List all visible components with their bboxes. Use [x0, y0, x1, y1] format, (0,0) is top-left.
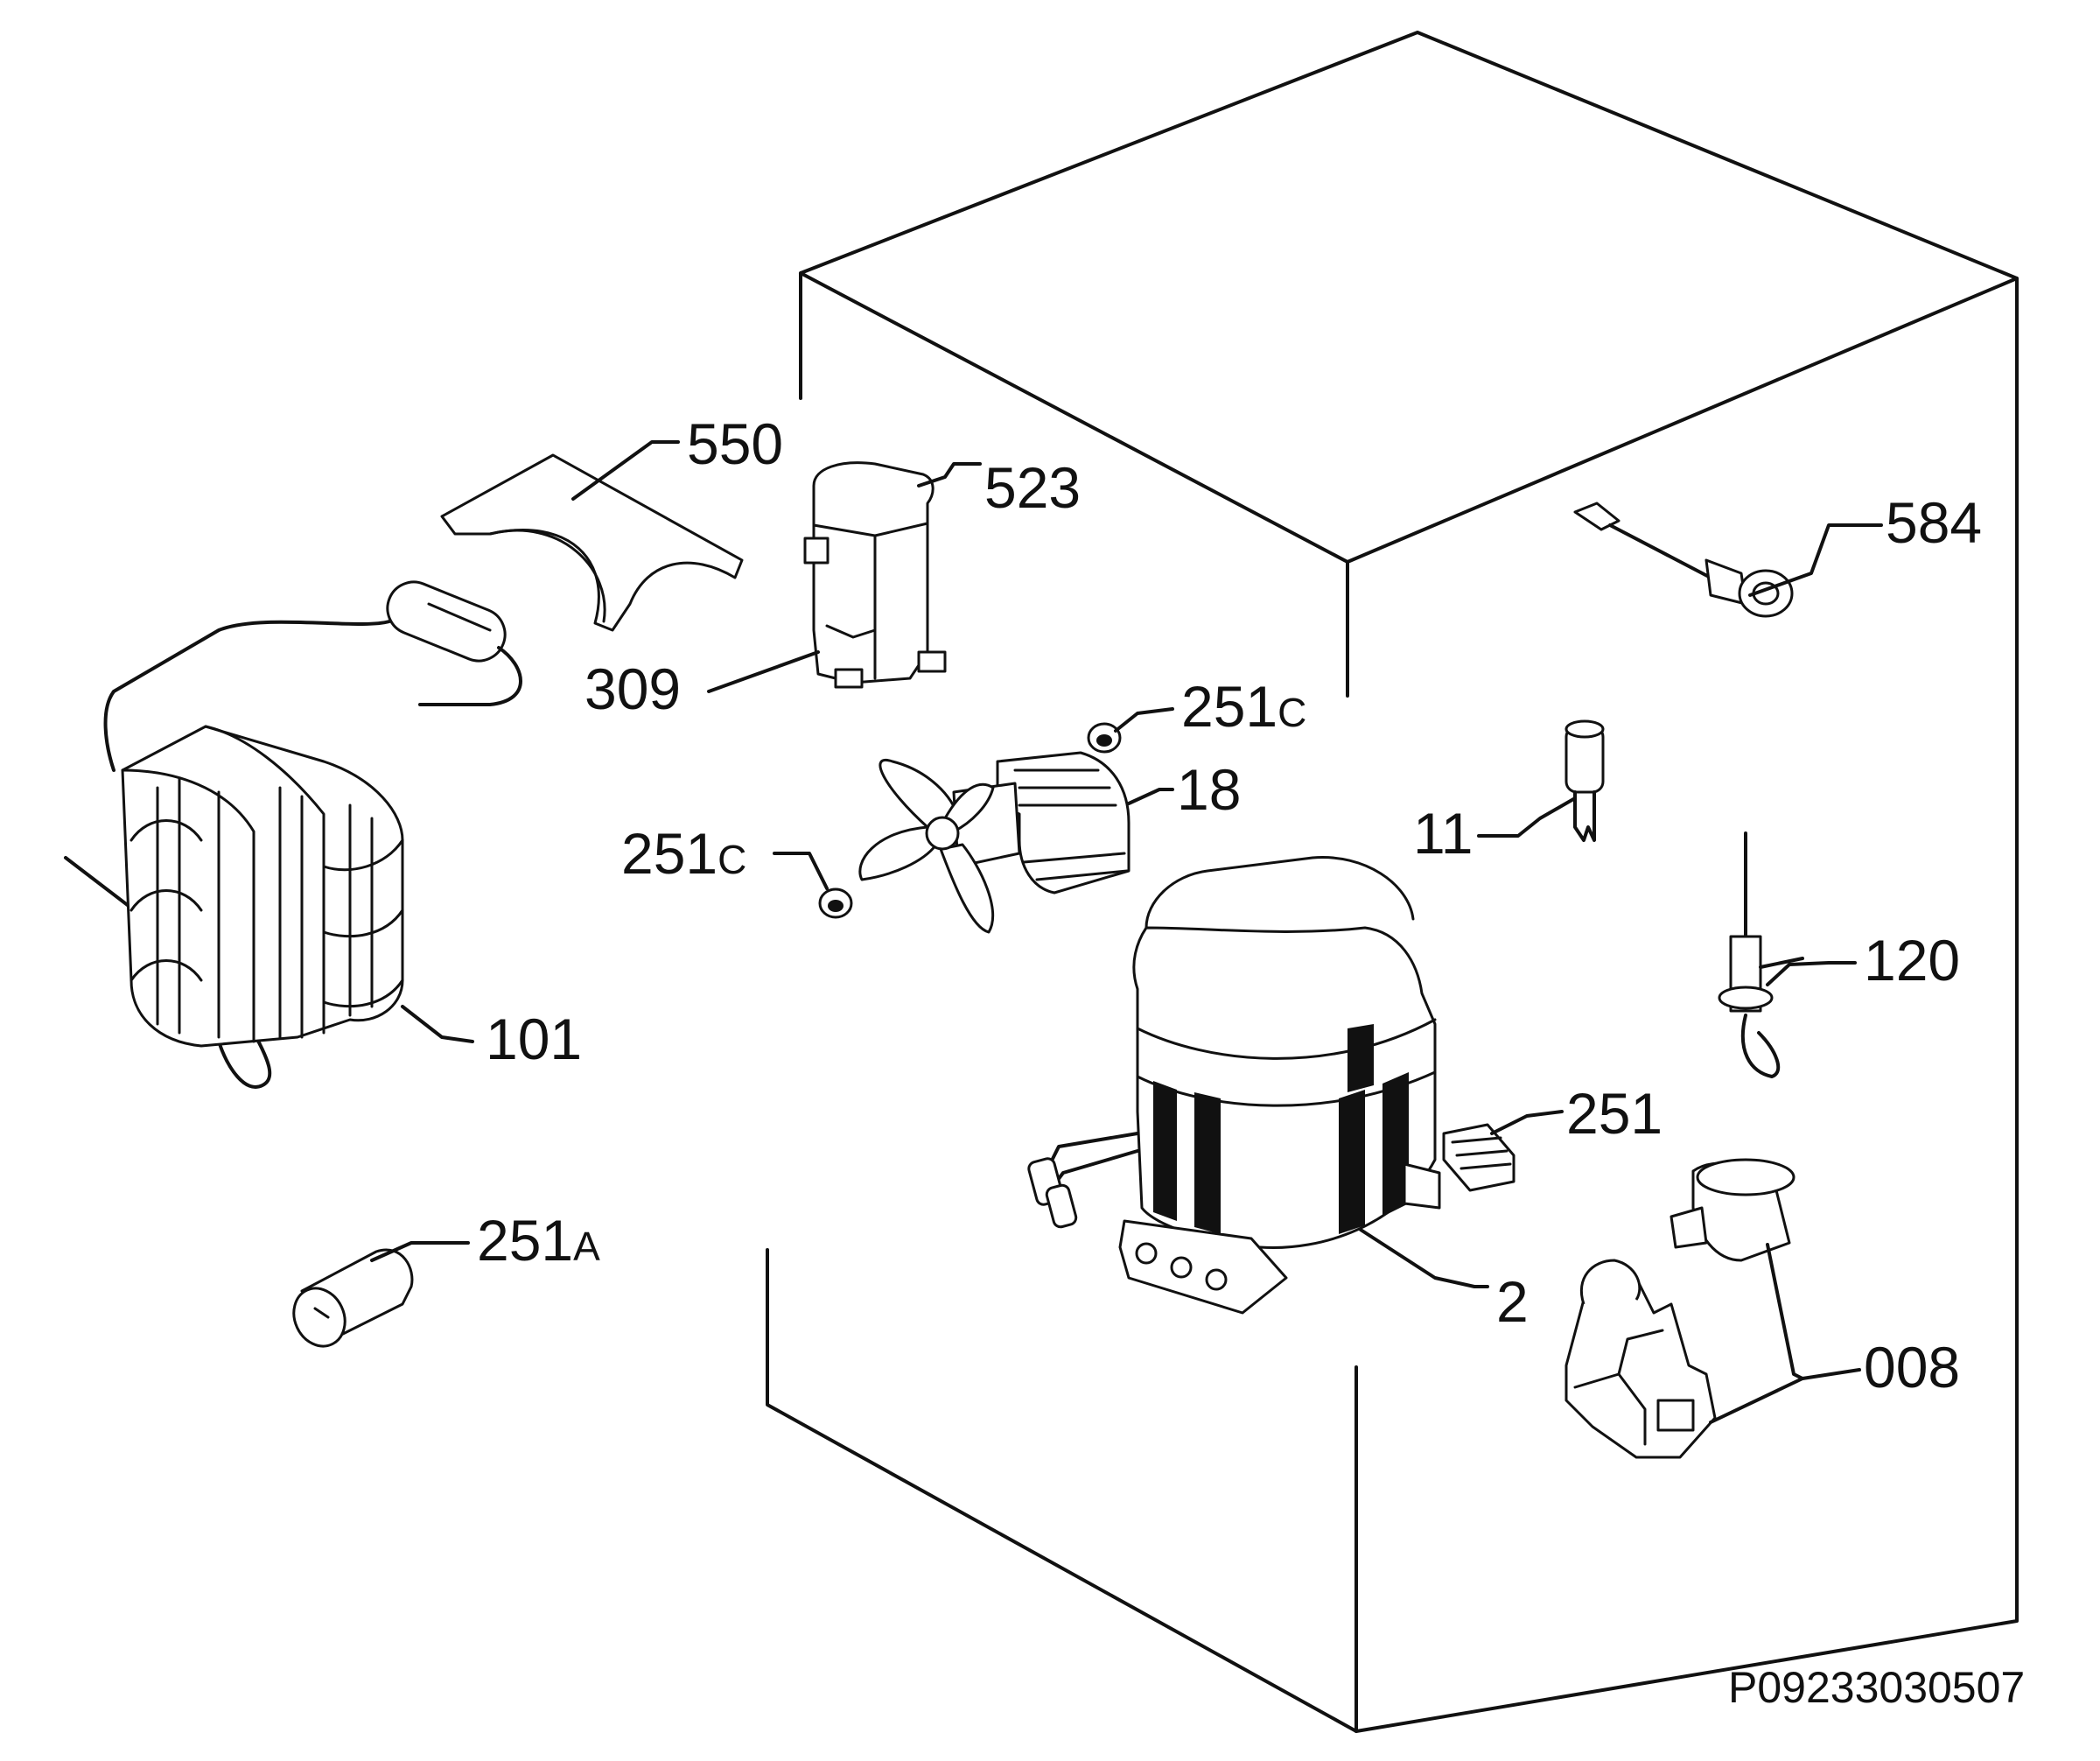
part-584-sensor	[1573, 502, 1794, 618]
callout-550: 550	[687, 411, 783, 476]
part-523-housing	[803, 461, 947, 689]
callout-584: 584	[1886, 490, 1982, 555]
part-18-fan-motor	[858, 751, 1130, 934]
callout-251c-upper-num: 251	[1181, 674, 1278, 739]
callout-251a: 251A	[477, 1208, 600, 1273]
callout-251a-suffix: A	[573, 1224, 600, 1269]
callout-251: 251	[1566, 1081, 1662, 1146]
callout-251c-upper-suffix: C	[1278, 690, 1306, 735]
part-008-relay	[1564, 1158, 1796, 1459]
callout-251c-upper: 251C	[1181, 674, 1306, 739]
cabinet-outline	[766, 31, 2019, 1733]
callout-251a-num: 251	[477, 1208, 573, 1273]
part-251-connector	[1442, 1123, 1516, 1192]
callout-251c-lower-num: 251	[621, 821, 718, 886]
leader-lines	[370, 440, 1883, 1424]
callout-523: 523	[984, 455, 1081, 520]
part-2-compressor	[1027, 856, 1441, 1315]
part-550-cover	[440, 453, 744, 632]
part-251c-upper-grommet	[1087, 722, 1122, 754]
callout-18: 18	[1177, 757, 1241, 822]
part-120-protector	[1718, 831, 1804, 1078]
condenser-coil	[121, 725, 404, 1048]
part-251c-lower-grommet	[818, 888, 853, 919]
callout-120: 120	[1864, 928, 1960, 993]
callout-008: 008	[1864, 1335, 1960, 1400]
callout-2: 2	[1496, 1269, 1529, 1334]
callout-101: 101	[486, 1007, 582, 1071]
callout-251c-lower: 251C	[621, 821, 746, 886]
part-11-capacitor	[1564, 719, 1605, 842]
callout-251c-lower-suffix: C	[718, 837, 746, 882]
callout-11: 11	[1413, 801, 1474, 866]
part-251a-sleeve	[292, 1248, 414, 1348]
callout-labels: 550 523 309 584 251C 18 251C 11 120 101 …	[477, 411, 1982, 1400]
drawing-code: P09233030507	[1728, 1663, 2025, 1712]
callout-309: 309	[584, 656, 681, 721]
part-101-condenser	[64, 580, 522, 1089]
